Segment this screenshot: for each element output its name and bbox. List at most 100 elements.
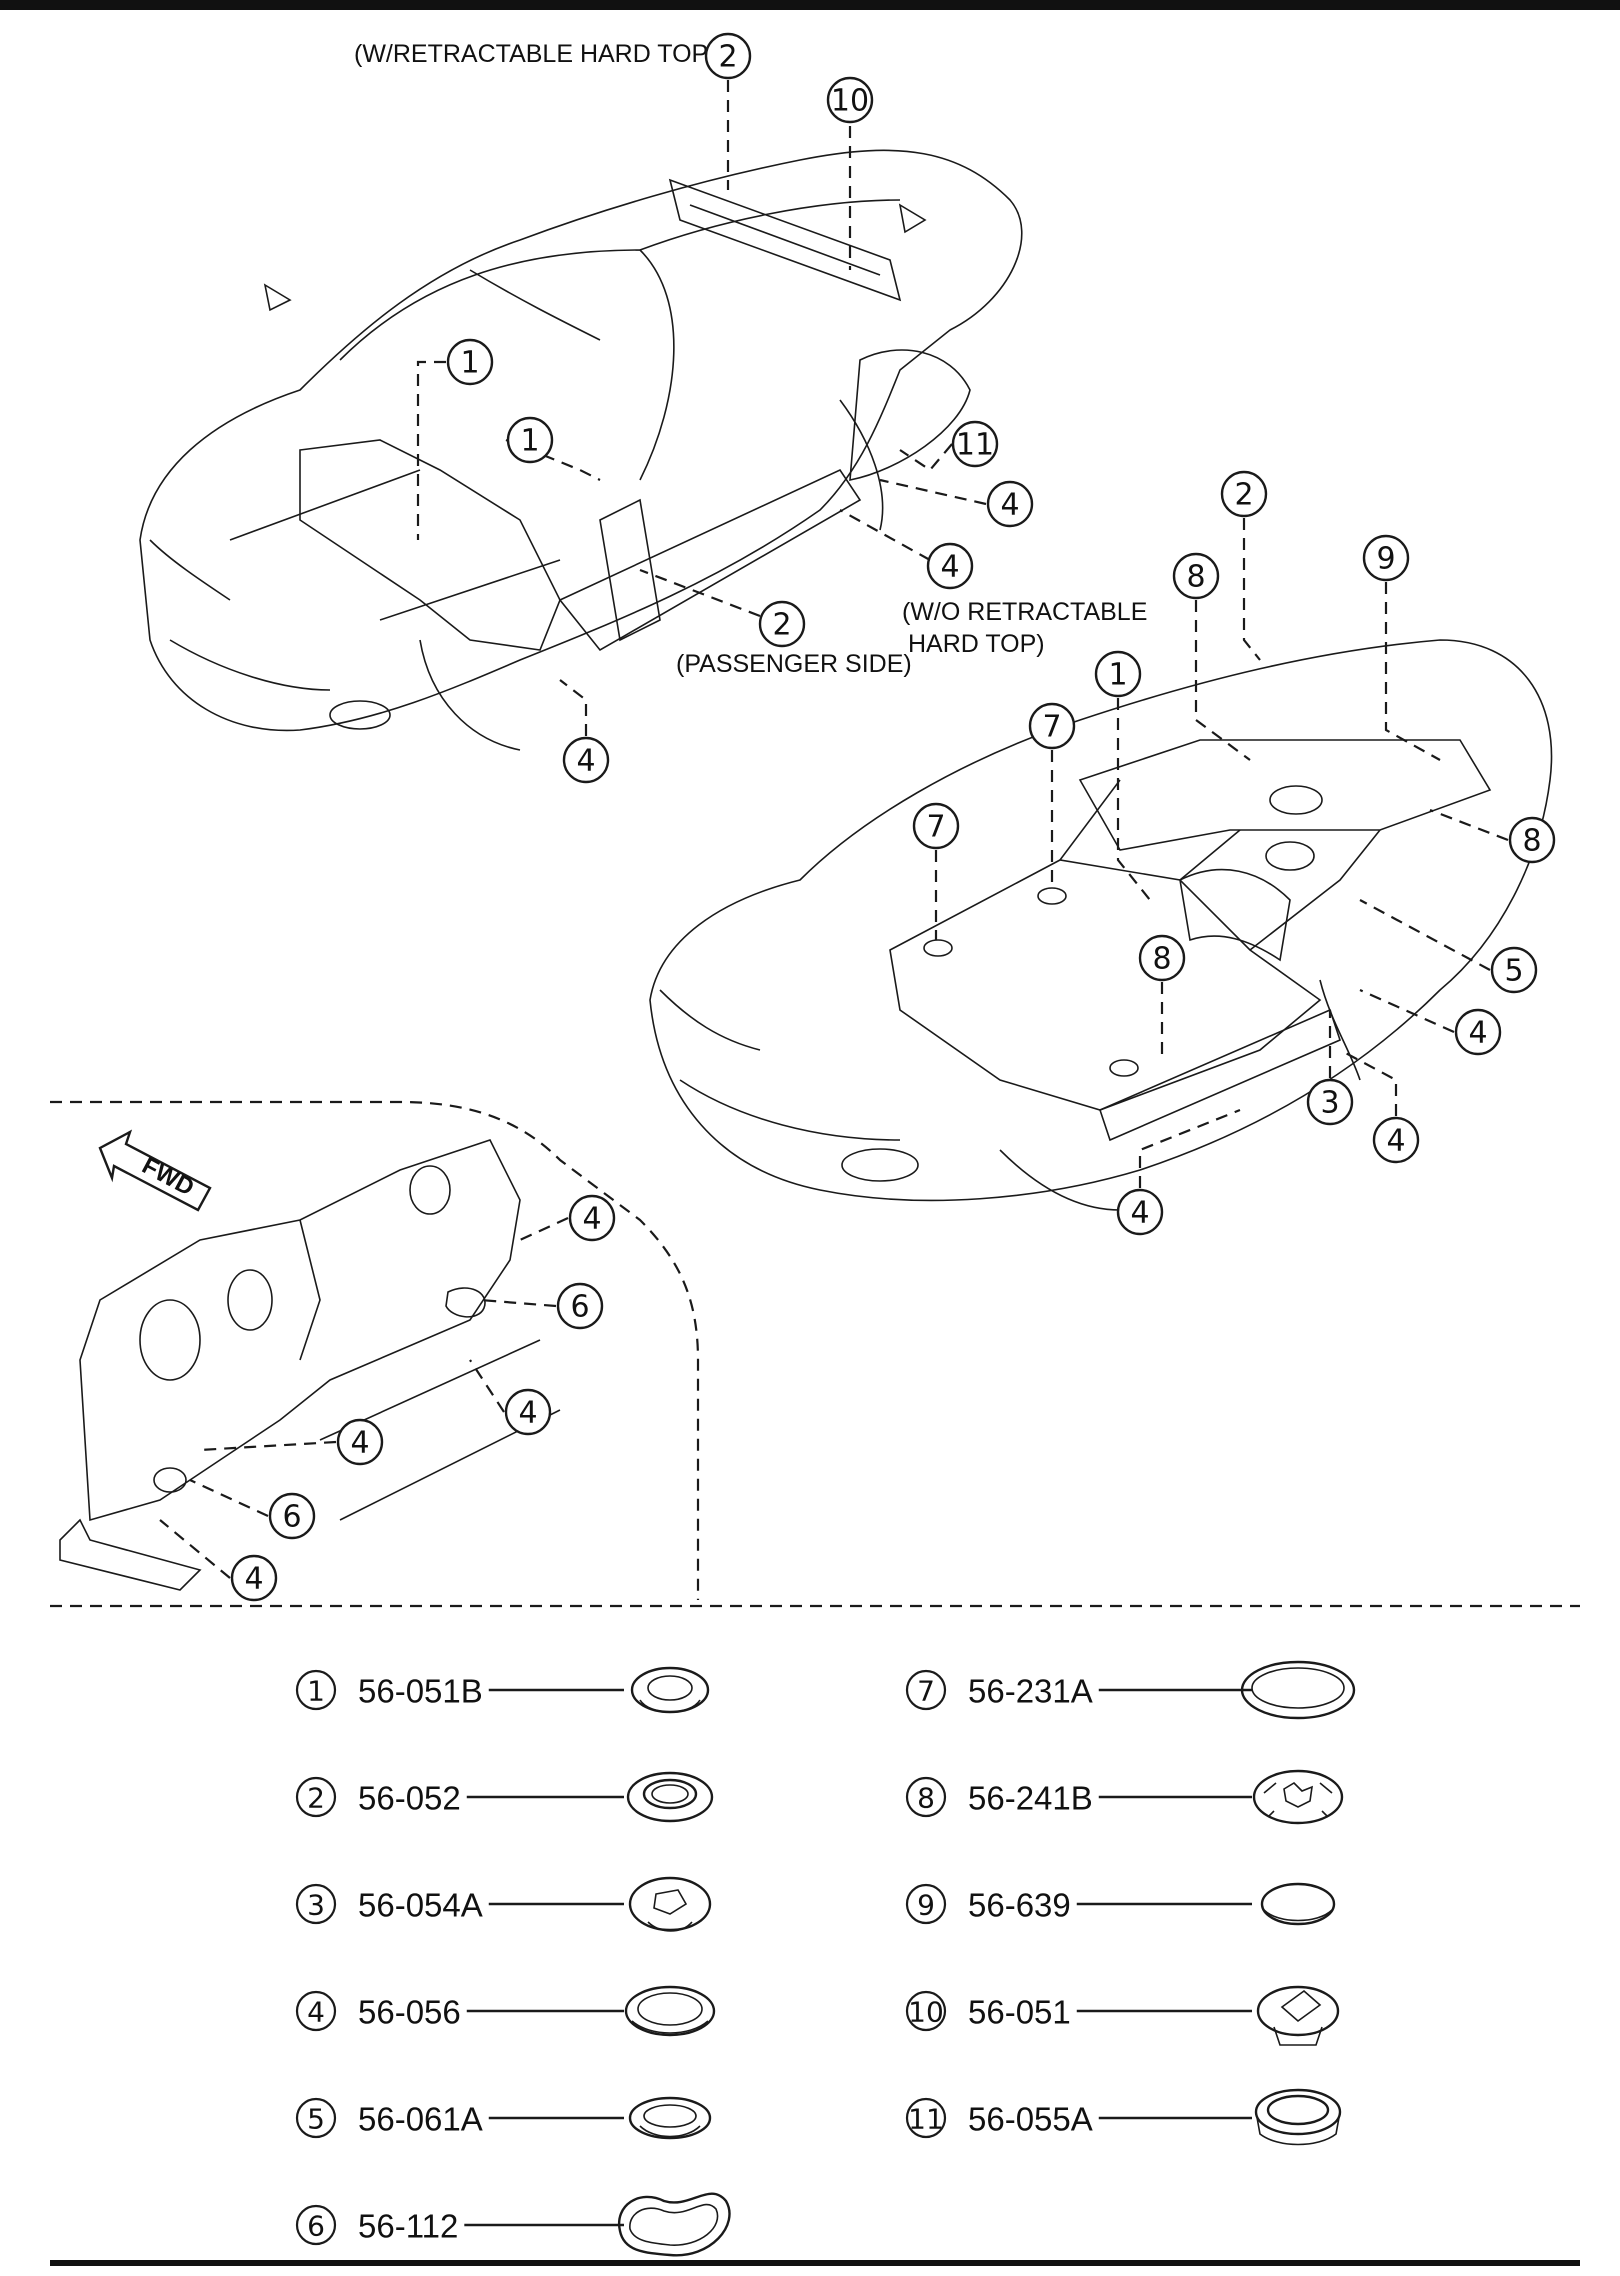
- grommet-56-055A: [1254, 2088, 1342, 2146]
- callout-circle: [926, 542, 974, 590]
- legend-number-circle: [295, 1990, 337, 2032]
- callout-number: 4: [1000, 488, 1019, 523]
- callout-circle: [504, 1388, 552, 1436]
- callout-number: 10: [831, 84, 869, 119]
- callout-number: 4: [1468, 1016, 1487, 1051]
- callout-10: 10: [826, 76, 874, 124]
- callout-4: 4: [230, 1554, 278, 1602]
- callout-2: 2: [1220, 470, 1268, 518]
- callout-5: 5: [1490, 946, 1538, 994]
- callout-4: 4: [504, 1388, 552, 1436]
- callout-circle: [556, 1282, 604, 1330]
- car-lower-right: [649, 639, 1553, 1211]
- callout-circle: [1490, 946, 1538, 994]
- callout-number: 4: [576, 744, 595, 779]
- callout-8: 8: [1138, 934, 1186, 982]
- callout-1: 1: [1094, 650, 1142, 698]
- callout-number: 8: [1186, 560, 1205, 595]
- callout-circle: [336, 1418, 384, 1466]
- callout-circle: [1508, 816, 1556, 864]
- legend-number-circle: [905, 1990, 947, 2032]
- callout-4: 4: [1372, 1116, 1420, 1164]
- legend-number: 10: [908, 1996, 944, 2029]
- leader-lines: [159, 80, 1509, 1579]
- callout-number: 1: [460, 346, 479, 381]
- grommet-56-052: [626, 1771, 714, 1823]
- legend-number-circle: [295, 1669, 337, 1711]
- callout-9: 9: [1362, 534, 1410, 582]
- legend-part-code: 56-051: [968, 1994, 1071, 2031]
- legend-number-circle: [905, 1883, 947, 1925]
- legend-number: 6: [307, 2210, 325, 2243]
- legend-number: 2: [307, 1782, 325, 1815]
- legend-number-circle: [905, 1669, 947, 1711]
- top-border: [0, 0, 1620, 10]
- legend-number: 5: [307, 2103, 325, 2136]
- grommet-56-231A: [1240, 1660, 1356, 1720]
- legend-item-2: 2 56-052: [295, 1771, 714, 1823]
- callout-circle: [986, 480, 1034, 528]
- legend-part-code: 56-241B: [968, 1780, 1093, 1817]
- callout-number: 1: [520, 424, 539, 459]
- legend-number: 1: [307, 1675, 325, 1708]
- callout-6: 6: [556, 1282, 604, 1330]
- callout-number: 2: [772, 608, 791, 643]
- callout-circle: [562, 736, 610, 784]
- callout-circle: [1116, 1188, 1164, 1236]
- callout-number: 6: [570, 1290, 589, 1325]
- callout-circle: [1094, 650, 1142, 698]
- callout-8: 8: [1172, 552, 1220, 600]
- callout-circle: [506, 416, 554, 464]
- callout-circle: [1454, 1008, 1502, 1056]
- note-with-rht: (W/RETRACTABLE HARD TOP): [354, 40, 717, 68]
- callout-circle: [704, 32, 752, 80]
- callout-number: 4: [244, 1562, 263, 1597]
- callout-4: 4: [1454, 1008, 1502, 1056]
- callout-3: 3: [1306, 1078, 1354, 1126]
- callout-4: 4: [986, 480, 1034, 528]
- legend-number: 11: [908, 2103, 944, 2136]
- callout-1: 1: [506, 416, 554, 464]
- legend-part-code: 56-054A: [358, 1887, 483, 1924]
- callout-number: 8: [1522, 824, 1541, 859]
- legend-number: 8: [917, 1782, 935, 1815]
- legend-part-code: 56-052: [358, 1780, 461, 1817]
- callout-circle: [826, 76, 874, 124]
- legend-number: 9: [917, 1889, 935, 1922]
- callout-number: 1: [1108, 658, 1127, 693]
- legend-number-circle: [905, 2097, 947, 2139]
- callout-circle: [951, 420, 999, 468]
- callout-circle: [268, 1492, 316, 1540]
- callout-circle: [230, 1554, 278, 1602]
- callout-4: 4: [336, 1418, 384, 1466]
- grommet-56-639: [1260, 1882, 1336, 1926]
- callout-number: 11: [956, 428, 994, 463]
- callout-circle: [758, 600, 806, 648]
- callout-number: 4: [1130, 1196, 1149, 1231]
- callout-circle: [1362, 534, 1410, 582]
- callout-number: 4: [1386, 1124, 1405, 1159]
- legend-number-circle: [295, 2097, 337, 2139]
- legend-number: 7: [917, 1675, 935, 1708]
- legend-item-6: 6 56-112: [295, 2192, 731, 2257]
- callout-number: 4: [582, 1202, 601, 1237]
- legend-number-circle: [295, 1776, 337, 1818]
- legend-part-code: 56-112: [358, 2208, 458, 2245]
- grommet-56-241B: [1252, 1769, 1344, 1825]
- callout-circle: [568, 1194, 616, 1242]
- legend-part-code: 56-055A: [968, 2101, 1093, 2138]
- callout-2: 2: [704, 32, 752, 80]
- legend-item-8: 8 56-241B: [905, 1769, 1344, 1825]
- callout-6: 6: [268, 1492, 316, 1540]
- callout-circle: [1220, 470, 1268, 518]
- callout-number: 7: [1042, 710, 1061, 745]
- note-wo-rht-line2: HARD TOP): [908, 630, 1045, 658]
- callout-11: 11: [951, 420, 999, 468]
